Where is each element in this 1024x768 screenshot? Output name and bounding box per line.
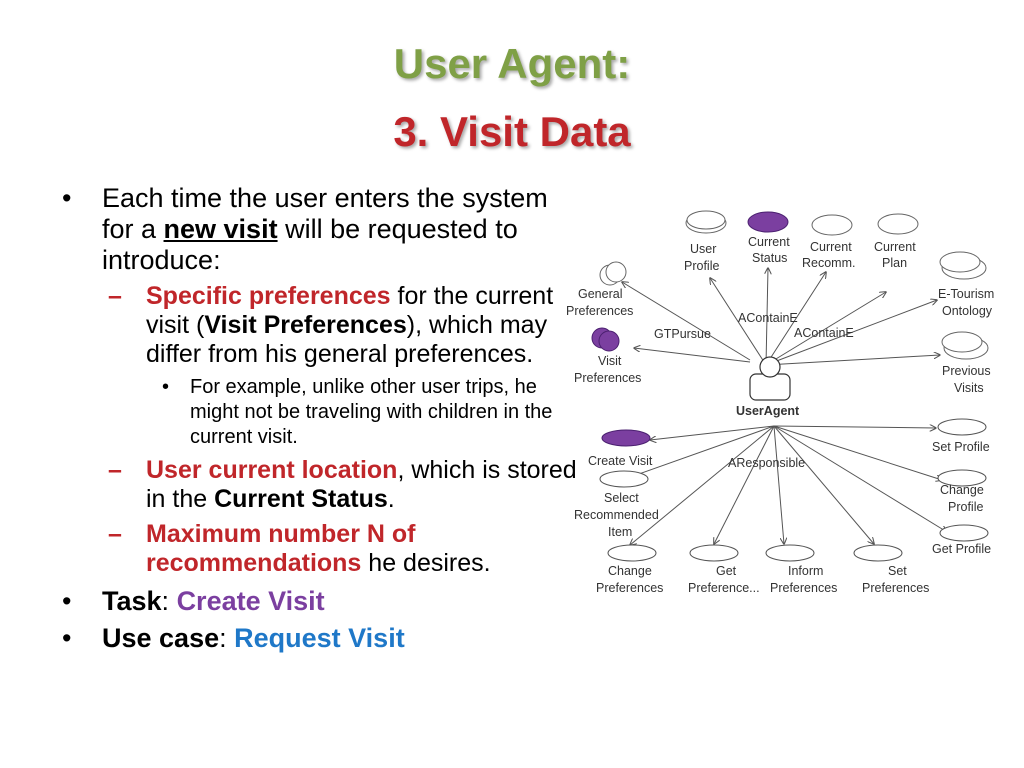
svg-text:Visits: Visits <box>954 381 984 395</box>
task-change-preferences: Change Preferences <box>596 544 663 595</box>
bullet-dot: • <box>62 183 72 213</box>
task-set-profile: Set Profile <box>932 418 990 454</box>
svg-text:Change: Change <box>940 483 984 497</box>
svg-text:Profile: Profile <box>948 500 983 514</box>
bullet-new-visit: • Each time the user enters the system f… <box>62 183 548 275</box>
cloud-current-status: Current Status <box>747 211 790 265</box>
cloud-current-plan: Current Plan <box>874 213 919 270</box>
dash-marker: – <box>108 282 122 310</box>
edge-label-gtpursue: GTPursue <box>654 327 711 341</box>
svg-text:Profile: Profile <box>684 259 719 273</box>
svg-text:Plan: Plan <box>882 256 907 270</box>
svg-text:Preferences: Preferences <box>770 581 837 595</box>
cloud-visit-preferences: Visit Preferences <box>574 327 641 385</box>
svg-text:Recommended: Recommended <box>574 508 659 522</box>
svg-text:UserAgent: UserAgent <box>736 404 800 418</box>
task-create-visit: Create Visit <box>176 586 325 616</box>
cloud-general-preferences: General Preferences <box>566 261 633 318</box>
bullet-task: • Task: Create Visit <box>62 586 325 616</box>
svg-text:Ontology: Ontology <box>942 304 993 318</box>
svg-text:Create Visit: Create Visit <box>588 454 653 468</box>
svg-text:Preferences: Preferences <box>862 581 929 595</box>
bullet-dot: • <box>162 376 170 398</box>
svg-text:Set: Set <box>888 564 907 578</box>
svg-text:Status: Status <box>752 251 787 265</box>
use-case-request-visit: Request Visit <box>234 623 405 653</box>
svg-text:Inform: Inform <box>788 564 823 578</box>
edge-label-acontaine-1: AContainE <box>738 311 798 325</box>
svg-text:Get Profile: Get Profile <box>932 542 991 556</box>
slide-subtitle: 3. Visit Data <box>393 108 631 155</box>
cloud-current-recomm: Current Recomm. <box>802 214 855 270</box>
svg-text:Preferences: Preferences <box>596 581 663 595</box>
task-inform-preferences: Inform Preferences <box>765 544 837 595</box>
dash-marker: – <box>108 456 122 484</box>
subsubbullet-example: • For example, unlike other user trips, … <box>162 376 553 448</box>
cloud-previous-visits: Previous Visits <box>941 331 991 395</box>
svg-text:Current: Current <box>874 240 916 254</box>
task-create-visit-node: Create Visit <box>588 429 653 468</box>
svg-text:Preferences: Preferences <box>574 371 641 385</box>
task-set-preferences: Set Preferences <box>853 544 929 595</box>
svg-text:Current: Current <box>810 240 852 254</box>
svg-text:User: User <box>690 242 716 256</box>
svg-text:Current: Current <box>748 235 790 249</box>
svg-text:Visit: Visit <box>598 354 622 368</box>
task-get-preference: Get Preference... <box>688 544 760 595</box>
bullet-use-case: • Use case: Request Visit <box>62 623 405 653</box>
svg-text:E-Tourism: E-Tourism <box>938 287 994 301</box>
edge-label-acontaine-2: AContainE <box>794 326 854 340</box>
svg-text:Recomm.: Recomm. <box>802 256 855 270</box>
cloud-e-tourism-ontology: E-Tourism Ontology <box>938 251 994 318</box>
subbullet-max-recommendations: – Maximum number N of recommendations he… <box>108 520 491 577</box>
svg-text:Change: Change <box>608 564 652 578</box>
subbullet-current-location: – User current location, which is stored… <box>108 456 577 513</box>
useragent-node: UserAgent <box>736 356 800 418</box>
svg-text:General: General <box>578 287 622 301</box>
bullet-dot: • <box>62 586 72 616</box>
bullet-dot: • <box>62 623 72 653</box>
subbullet-specific-preferences: – Specific preferences for the current v… <box>108 282 554 368</box>
svg-text:Previous: Previous <box>942 364 991 378</box>
svg-text:Set Profile: Set Profile <box>932 440 990 454</box>
slide-title: User Agent: <box>393 40 631 87</box>
slide-body: • Each time the user enters the system f… <box>62 183 582 660</box>
task-get-profile: Get Profile <box>932 524 991 556</box>
diagram-edges <box>622 268 947 545</box>
svg-text:Get: Get <box>716 564 737 578</box>
new-visit-emphasis: new visit <box>163 214 278 244</box>
dash-marker: – <box>108 520 122 548</box>
user-agent-diagram: GTPursue AContainE AContainE AResponsibl… <box>566 210 994 595</box>
task-change-profile: Change Profile <box>937 469 987 514</box>
svg-text:Select: Select <box>604 491 639 505</box>
cloud-user-profile: User Profile <box>684 210 727 273</box>
task-select-recommended-item: Select Recommended Item <box>574 470 659 539</box>
svg-text:Preferences: Preferences <box>566 304 633 318</box>
svg-text:Item: Item <box>608 525 632 539</box>
edge-label-aresponsible: AResponsible <box>728 456 805 470</box>
svg-text:Preference...: Preference... <box>688 581 760 595</box>
